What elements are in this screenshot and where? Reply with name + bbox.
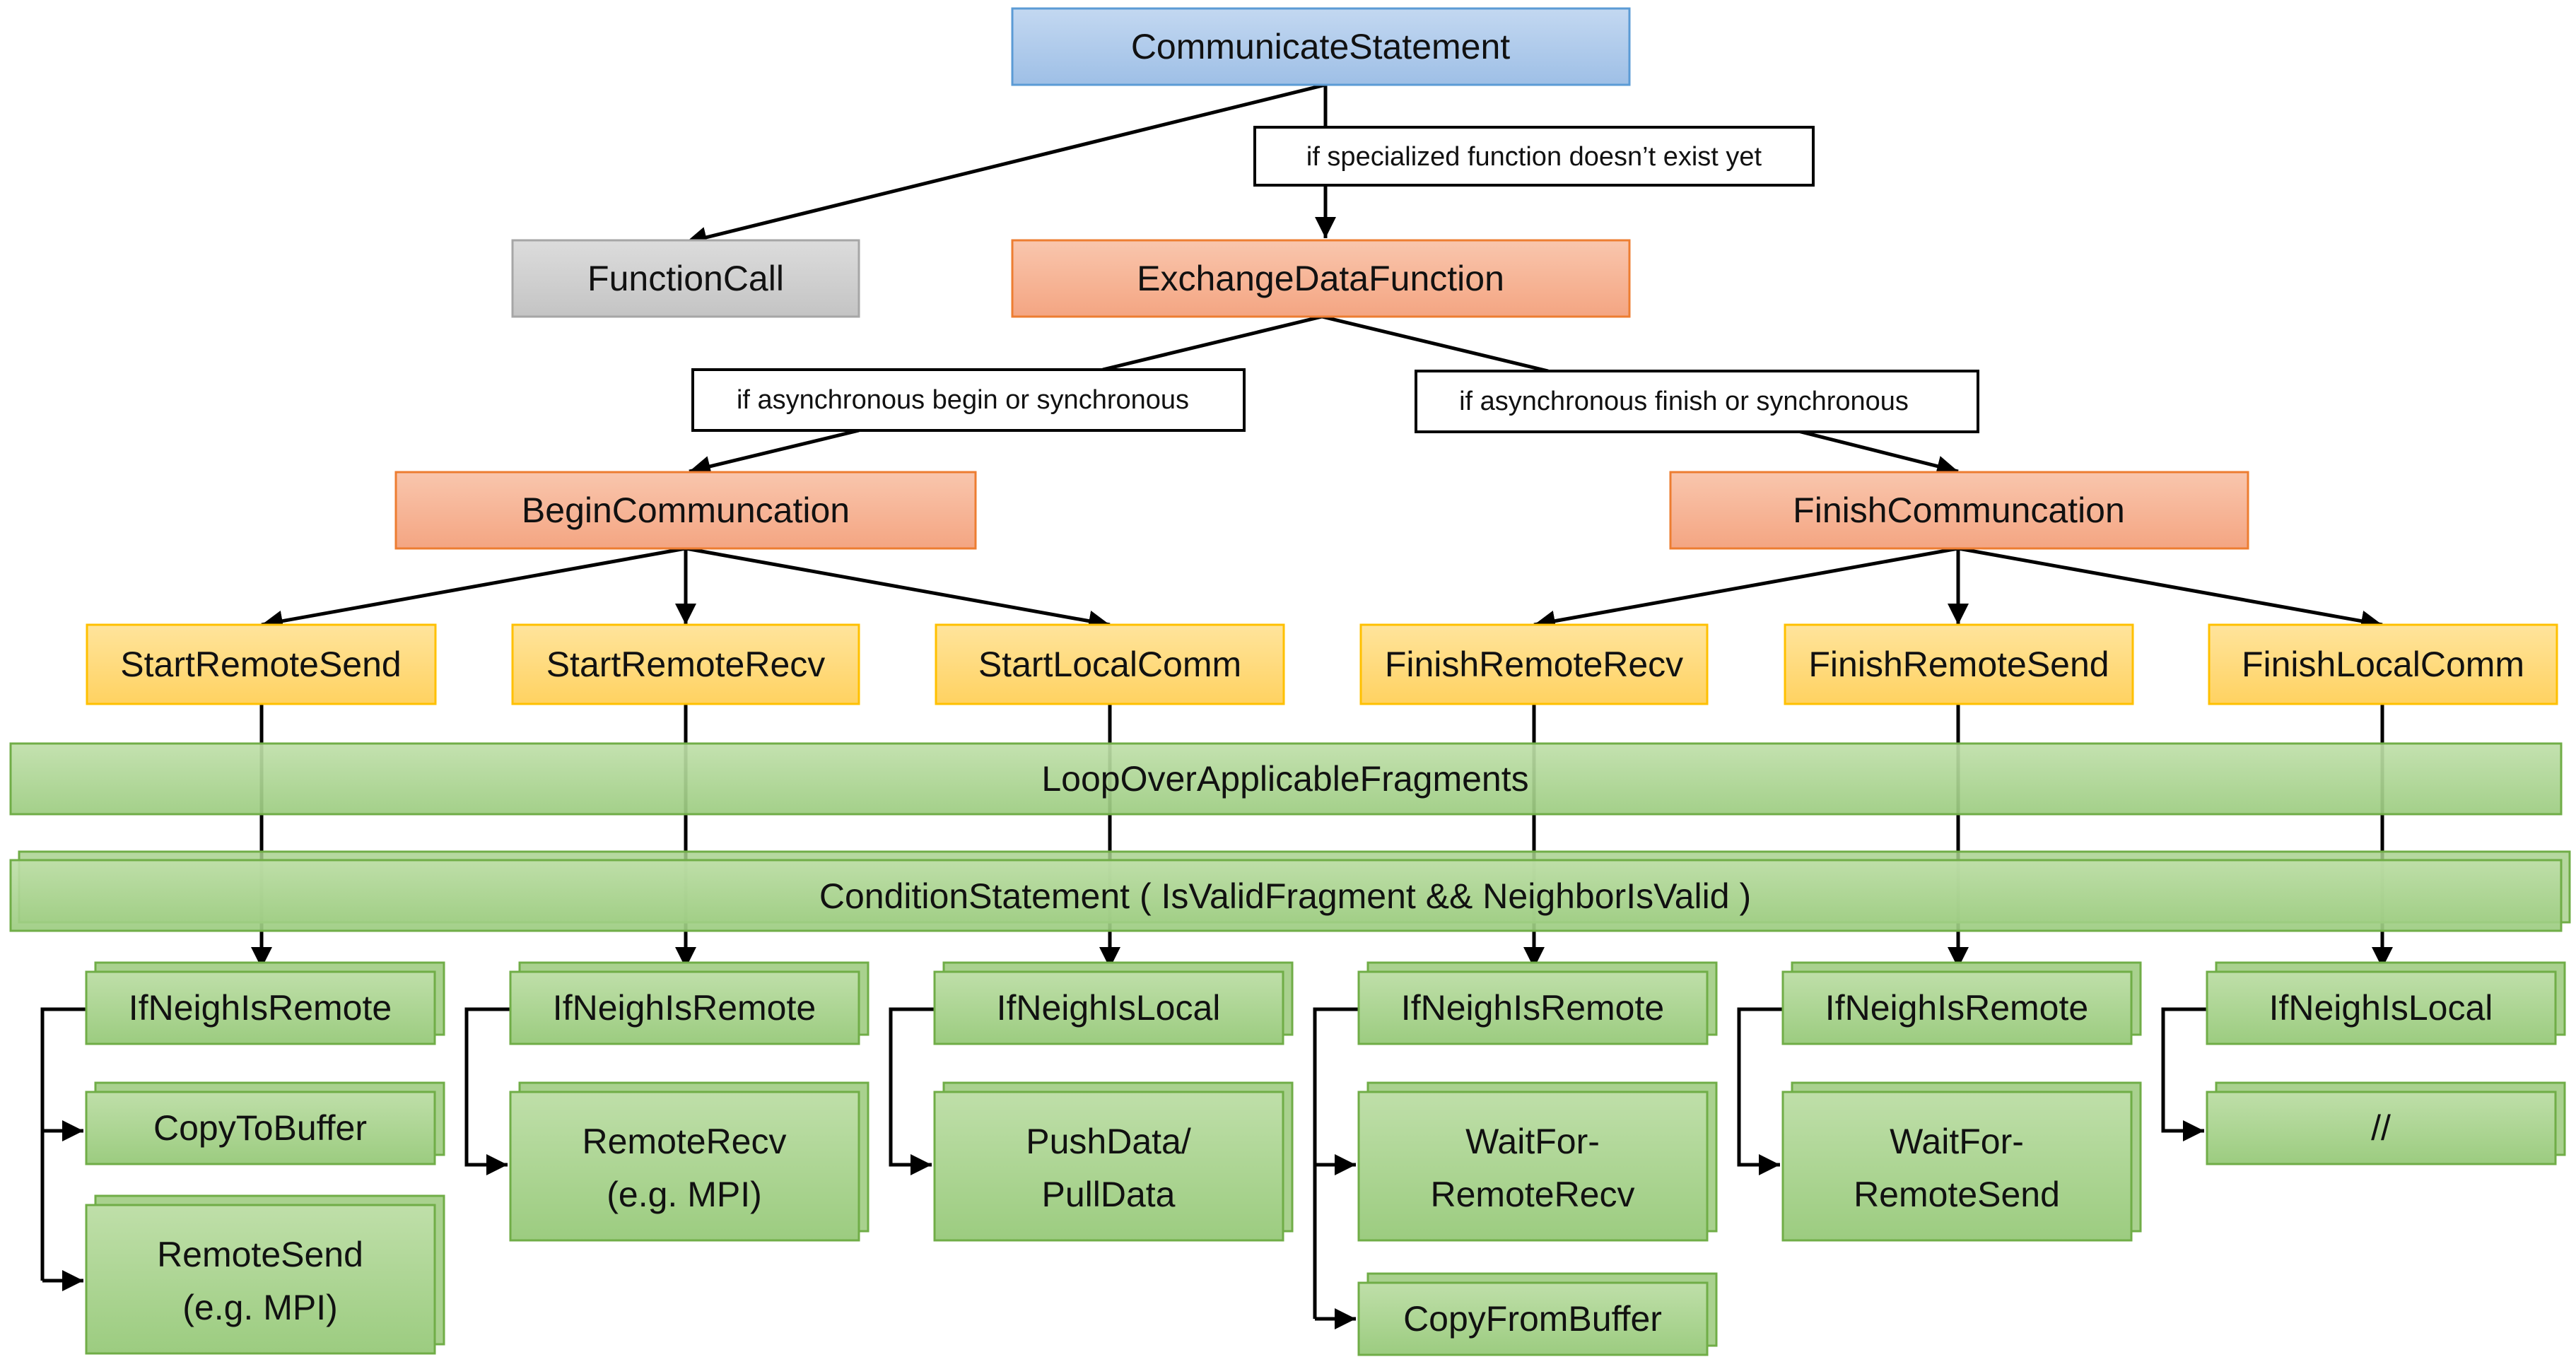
node-start-remote-recv: StartRemoteRecv: [511, 623, 860, 705]
label-line1: WaitFor-: [1465, 1122, 1600, 1161]
label: BeginCommuncation: [522, 490, 850, 530]
label: if asynchronous begin or synchronous: [737, 385, 1189, 415]
label: CopyToBuffer: [153, 1108, 367, 1148]
label: StartRemoteRecv: [546, 645, 826, 684]
label-line2: RemoteRecv: [1431, 1175, 1635, 1214]
col1-if-neigh-is-remote: IfNeighIsRemote: [85, 961, 445, 1045]
node-finish-remote-recv: FinishRemoteRecv: [1359, 623, 1709, 705]
node-finish-local-comm: FinishLocalComm: [2208, 623, 2558, 705]
col1-copy-to-buffer: CopyToBuffer: [85, 1081, 445, 1165]
label-line2: (e.g. MPI): [607, 1175, 761, 1214]
label: ExchangeDataFunction: [1137, 259, 1504, 298]
label: IfNeighIsLocal: [997, 988, 1221, 1028]
node-condition-statement: ConditionStatement ( IsValidFragment && …: [9, 850, 2571, 932]
node-finish-remote-send: FinishRemoteSend: [1784, 623, 2134, 705]
label: FinishRemoteSend: [1808, 645, 2109, 684]
bracket-connectors: [40, 1007, 2207, 1329]
condition-specialized: if specialized function doesn’t exist ye…: [1253, 126, 1815, 187]
label-line2: PullData: [1042, 1175, 1176, 1214]
col1-remote-send: RemoteSend (e.g. MPI): [85, 1194, 445, 1355]
node-loop-over-applicable-fragments: LoopOverApplicableFragments: [9, 742, 2563, 816]
label: IfNeighIsLocal: [2269, 988, 2493, 1028]
condition-async-begin: if asynchronous begin or synchronous: [691, 368, 1246, 432]
edge-finish-to-finishlocalcomm: [1957, 546, 2383, 632]
col2-remote-recv: RemoteRecv (e.g. MPI): [509, 1081, 870, 1242]
label-line1: PushData/: [1026, 1122, 1191, 1161]
col6-if-neigh-is-local: IfNeighIsLocal: [2206, 961, 2566, 1045]
node-finish-communcation: FinishCommuncation: [1669, 471, 2249, 550]
label: IfNeighIsRemote: [1825, 988, 2088, 1028]
label: IfNeighIsRemote: [129, 988, 392, 1028]
node-begin-communcation: BeginCommuncation: [394, 471, 977, 550]
label: FinishLocalComm: [2242, 645, 2524, 684]
edge-exchange-to-async-finish: [1321, 315, 1549, 373]
col3-push-pull-data: PushData/ PullData: [933, 1081, 1294, 1242]
label: IfNeighIsRemote: [553, 988, 816, 1028]
label: FinishRemoteRecv: [1385, 645, 1683, 684]
label: if specialized function doesn’t exist ye…: [1306, 142, 1762, 172]
label: CommunicateStatement: [1131, 27, 1510, 66]
label-line1: WaitFor-: [1890, 1122, 2024, 1161]
edge-comm-to-functioncall: [685, 83, 1326, 248]
edge-async-finish-to-finish: [1795, 428, 1959, 477]
label: //: [2371, 1108, 2391, 1148]
label-line2: (e.g. MPI): [182, 1288, 337, 1327]
node-start-remote-send: StartRemoteSend: [86, 623, 437, 705]
node-function-call: FunctionCall: [511, 239, 860, 318]
col4-if-neigh-is-remote: IfNeighIsRemote: [1357, 961, 1718, 1045]
col2-if-neigh-is-remote: IfNeighIsRemote: [509, 961, 870, 1045]
label: FinishCommuncation: [1793, 490, 2125, 530]
condition-async-finish: if asynchronous finish or synchronous: [1415, 370, 1979, 433]
label-line2: RemoteSend: [1854, 1175, 2060, 1214]
label-line1: RemoteRecv: [582, 1122, 787, 1161]
label: IfNeighIsRemote: [1401, 988, 1664, 1028]
label: ConditionStatement ( IsValidFragment && …: [819, 876, 1751, 916]
col4-copy-from-buffer: CopyFromBuffer: [1357, 1272, 1718, 1356]
label: StartRemoteSend: [120, 645, 401, 684]
label: LoopOverApplicableFragments: [1041, 759, 1528, 799]
col4-wait-for-remote-recv: WaitFor- RemoteRecv: [1357, 1081, 1718, 1242]
edge-exchange-to-async-begin: [1102, 315, 1323, 372]
edge-begin-to-startremotesend: [261, 546, 686, 632]
label: if asynchronous finish or synchronous: [1459, 387, 1909, 416]
label-line1: RemoteSend: [157, 1235, 363, 1274]
label: FunctionCall: [587, 259, 784, 298]
edge-finish-to-finishremoterecv: [1533, 546, 1959, 632]
col3-if-neigh-is-local: IfNeighIsLocal: [933, 961, 1294, 1045]
node-communicate-statement: CommunicateStatement: [1011, 7, 1631, 86]
node-start-local-comm: StartLocalComm: [935, 623, 1285, 705]
col6-comment: //: [2206, 1081, 2566, 1165]
label: StartLocalComm: [978, 645, 1241, 684]
edge-begin-to-startlocalcomm: [685, 546, 1111, 632]
col5-if-neigh-is-remote: IfNeighIsRemote: [1781, 961, 2142, 1045]
edge-async-begin-to-begin: [689, 428, 860, 477]
col5-wait-for-remote-send: WaitFor- RemoteSend: [1781, 1081, 2142, 1242]
label: CopyFromBuffer: [1403, 1299, 1662, 1339]
node-exchange-data-function: ExchangeDataFunction: [1011, 239, 1631, 318]
